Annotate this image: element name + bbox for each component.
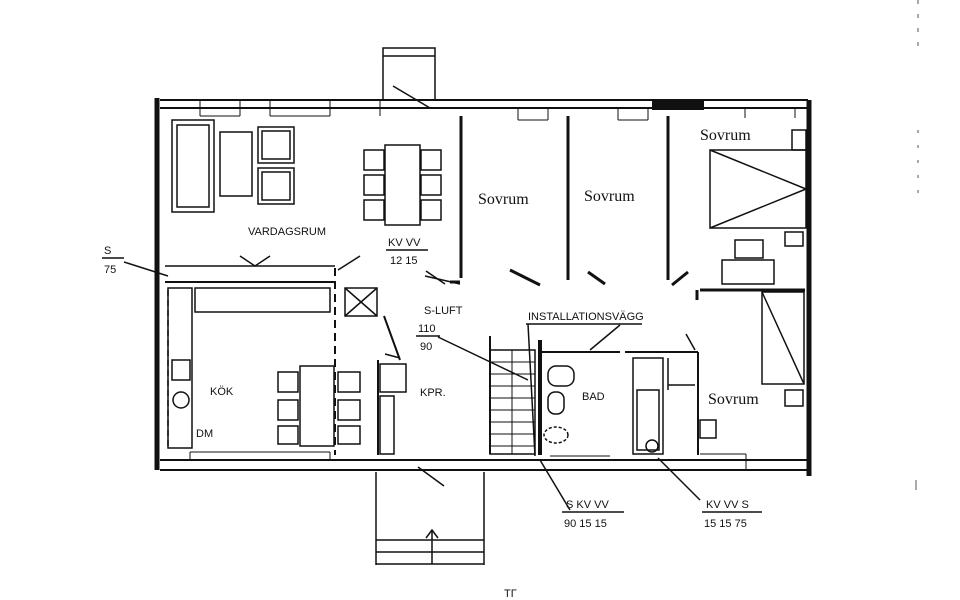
annot-s-kv-vv-header: S KV VV — [566, 499, 609, 511]
pointer-lines — [123, 255, 701, 511]
label-vardagsrum: VARDAGSRUM — [248, 226, 326, 238]
annot-sluft: S-LUFT — [424, 305, 463, 317]
label-sovrum-1: Sovrum — [478, 191, 529, 208]
annot-kvvv-header: KV VV — [388, 237, 421, 249]
outer-walls — [154, 98, 812, 476]
annot-s: S — [104, 245, 111, 257]
label-sovrum-3: Sovrum — [700, 127, 751, 144]
margin-dashes — [915, 0, 919, 490]
living-furniture — [171, 119, 442, 267]
annot-kv-vv-s-values: 15 15 75 — [704, 518, 747, 530]
annot-75: 75 — [104, 264, 116, 276]
annot-sluft-bottom: 90 — [420, 341, 432, 353]
closet-and-stairs — [379, 315, 536, 487]
annot-bottom-mark: ΤΓ — [504, 588, 517, 600]
label-kok: KÖK — [210, 386, 234, 398]
entrance-steps — [375, 472, 485, 565]
label-sovrum-4: Sovrum — [708, 391, 759, 408]
annot-kv-vv-s-header: KV VV S — [706, 499, 749, 511]
annot-installationsvagg: INSTALLATIONSVÄGG — [528, 311, 644, 323]
interior-walls — [165, 116, 805, 455]
annot-kvvv-values: 12 15 — [390, 255, 418, 267]
kitchen-furniture — [167, 287, 378, 450]
bedroom-furniture — [699, 129, 807, 439]
label-bad: BAD — [582, 391, 605, 403]
annot-s-kv-vv-values: 90 15 15 — [564, 518, 607, 530]
annot-sluft-top: 110 — [418, 323, 436, 335]
chimney — [382, 47, 436, 109]
label-sovrum-2: Sovrum — [584, 188, 635, 205]
label-dm: DM — [196, 428, 213, 440]
pipe-annotations: S 75 KV VV 12 15 S-LUFT 110 90 INSTALLAT… — [102, 237, 762, 600]
bathroom-fixtures — [543, 357, 695, 455]
room-labels: VARDAGSRUM KÖK DM KPR. BAD Sovrum Sovrum… — [196, 127, 759, 440]
label-kpr: KPR. — [420, 387, 446, 399]
